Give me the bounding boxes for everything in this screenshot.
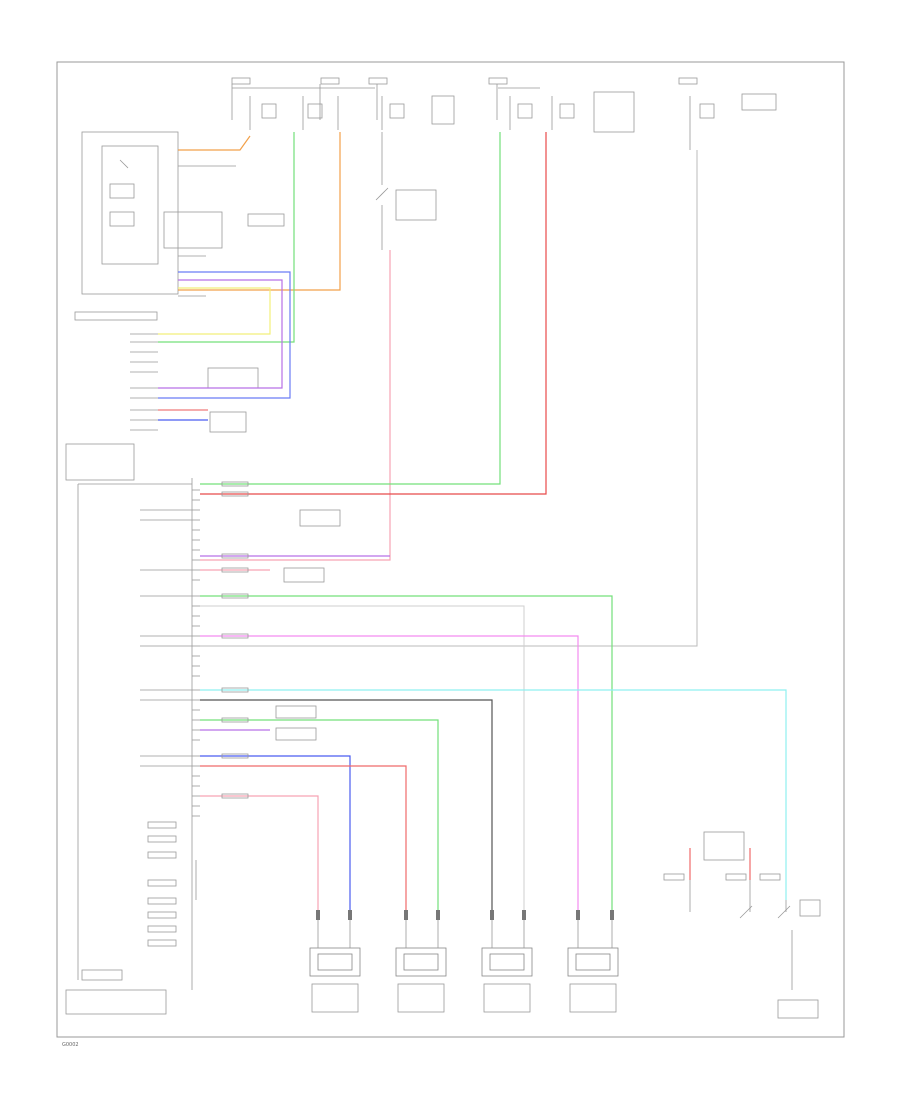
wheel-sensor-rear-right: [567, 910, 619, 977]
wire-pink-fl: [200, 795, 319, 910]
wheel-sensor-front-left: [309, 910, 361, 977]
wire-green-long: [200, 132, 501, 485]
wire-gray-long: [200, 150, 698, 647]
diagram-frame: [56, 61, 845, 1038]
top-fuse-labels: [231, 77, 777, 150]
wheel-sensor-rear-left: [481, 910, 533, 977]
wire-gray-rr: [200, 605, 525, 910]
wire-dark-rl: [200, 699, 493, 910]
wheel-sensor-front-right: [395, 910, 447, 977]
wire-blue-fl: [200, 755, 351, 910]
brake-switch: [375, 132, 437, 250]
wire-orange-top: [178, 132, 341, 291]
sensor-captions: [311, 983, 617, 1013]
wire-yellow-top: [158, 287, 271, 335]
wire-green-top: [158, 132, 295, 343]
wire-magenta-rr: [200, 635, 579, 910]
wire-green-fr: [200, 719, 439, 910]
wire-red-fr: [200, 765, 407, 910]
wire-purple-top: [158, 279, 283, 389]
brake-fluid-level-switch: [663, 831, 821, 1019]
wire-red-long: [200, 132, 547, 495]
diagram-id: G0002: [62, 1042, 79, 1048]
middle-left-connector: [74, 311, 259, 433]
pin-wire-labels: [221, 481, 341, 799]
wire-green-rr: [200, 595, 613, 910]
wire-blue-top-1: [158, 271, 291, 399]
abs-control-unit: [65, 443, 200, 1015]
wire-cyan-brakefluid: [200, 689, 787, 900]
wire-pink-brake: [200, 250, 391, 561]
